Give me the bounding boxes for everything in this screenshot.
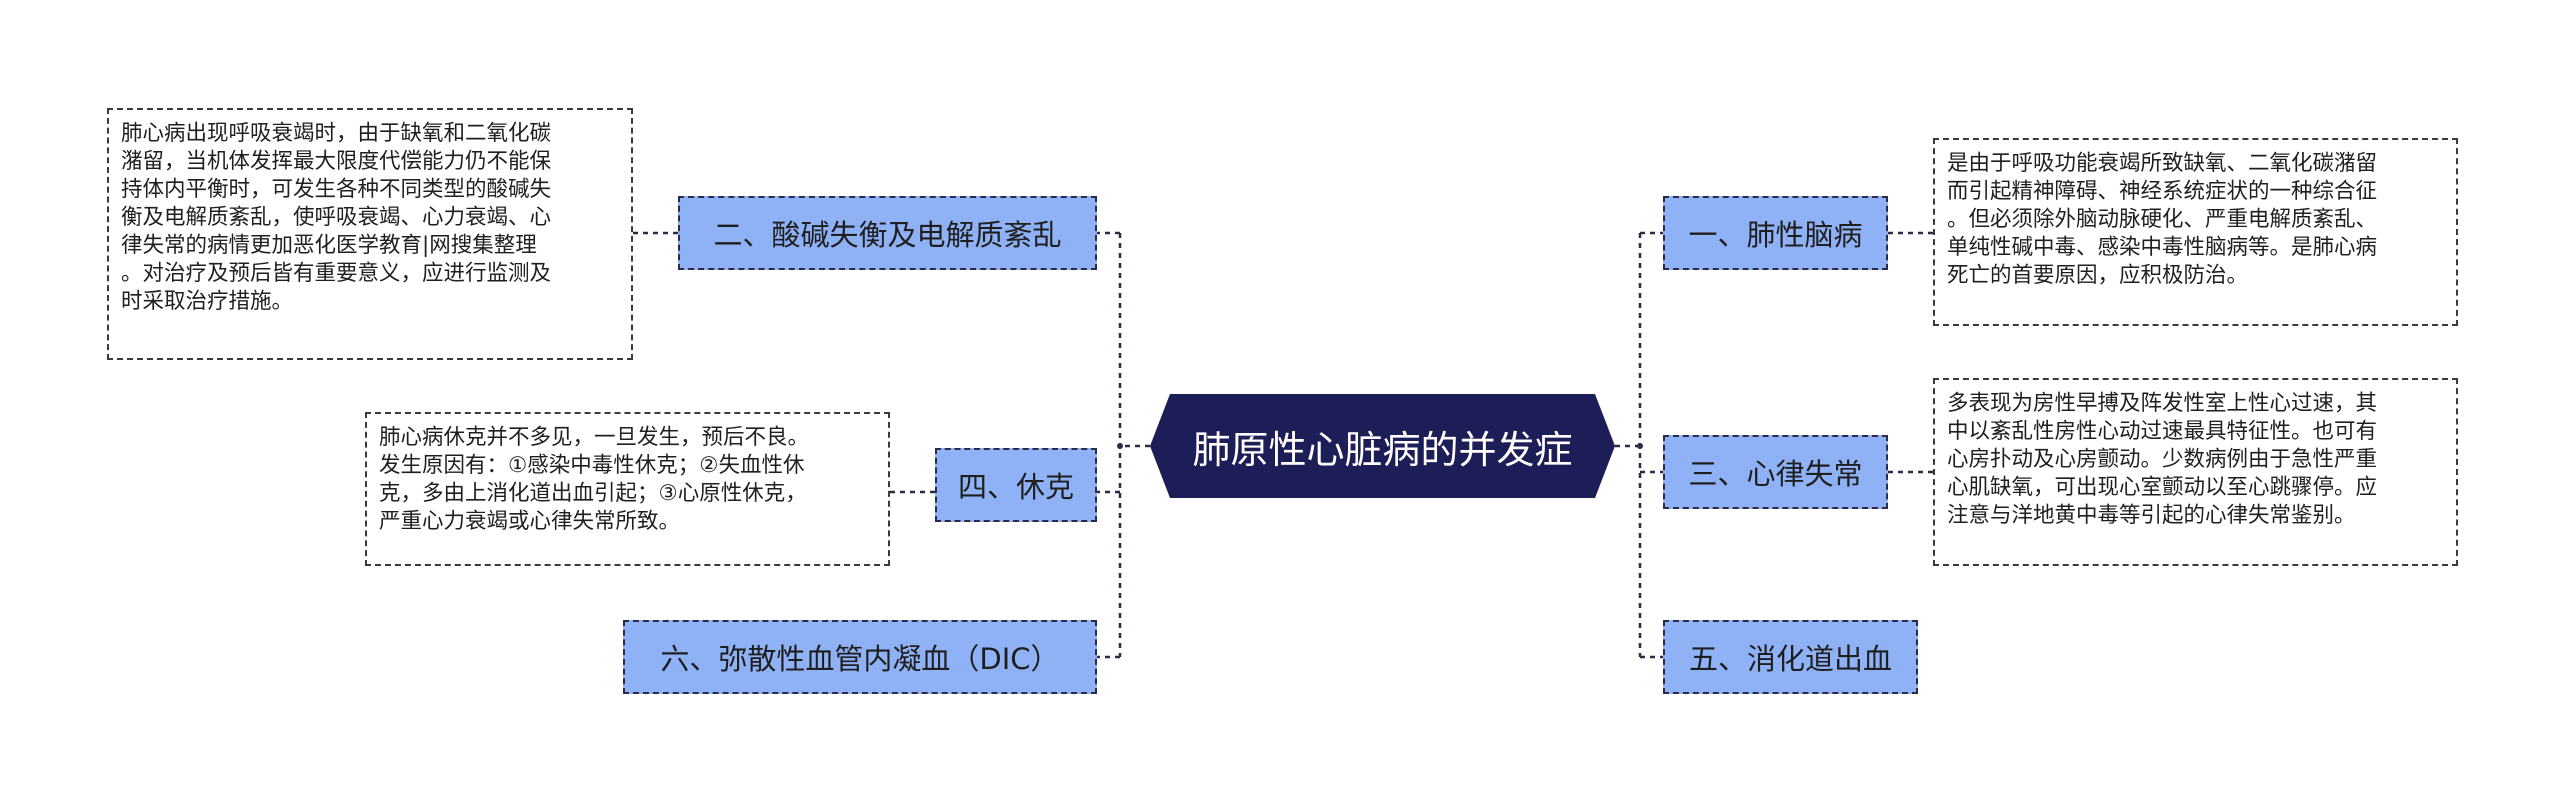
branch-note-shock: 肺心病休克并不多见，一旦发生，预后不良。 发生原因有：①感染中毒性休克；②失血性… (365, 412, 890, 566)
branch-topic-acid-base-electrolyte[interactable]: 二、酸碱失衡及电解质紊乱 (678, 196, 1097, 270)
connector-right-trunk (1615, 233, 1642, 657)
branch-note-acid-base-electrolyte: 肺心病出现呼吸衰竭时，由于缺氧和二氧化碳 潴留，当机体发挥最大限度代偿能力仍不能… (107, 108, 633, 360)
branch-label: 四、休克 (957, 470, 1074, 504)
branch-topic-shock[interactable]: 四、休克 (935, 448, 1097, 522)
branch-topic-gi-bleeding[interactable]: 五、消化道出血 (1663, 620, 1918, 694)
branch-note-arrhythmia: 多表现为房性早搏及阵发性室上性心过速，其 中以紊乱性房性心动过速最具特征性。也可… (1933, 378, 2458, 566)
branch-label: 二、酸碱失衡及电解质紊乱 (713, 218, 1062, 252)
branch-topic-arrhythmia[interactable]: 三、心律失常 (1663, 435, 1888, 509)
branch-label: 一、肺性脑病 (1688, 218, 1863, 252)
central-topic-label: 肺原性心脏病的并发症 (1192, 427, 1573, 472)
branch-label: 三、心律失常 (1688, 457, 1863, 491)
branch-topic-pulmonary-encephalopathy[interactable]: 一、肺性脑病 (1663, 196, 1888, 270)
branch-label: 五、消化道出血 (1688, 642, 1892, 676)
branch-note-pulmonary-encephalopathy: 是由于呼吸功能衰竭所致缺氧、二氧化碳潴留 而引起精神障碍、神经系统症状的一种综合… (1933, 138, 2458, 326)
branch-topic-dic[interactable]: 六、弥散性血管内凝血（DIC） (623, 620, 1097, 694)
connector-dot (1637, 443, 1643, 449)
connector-dot (1117, 443, 1123, 449)
central-topic[interactable]: 肺原性心脏病的并发症 (1150, 394, 1615, 498)
branch-label: 六、弥散性血管内凝血（DIC） (660, 642, 1060, 676)
connector-left-trunk (1118, 233, 1150, 657)
